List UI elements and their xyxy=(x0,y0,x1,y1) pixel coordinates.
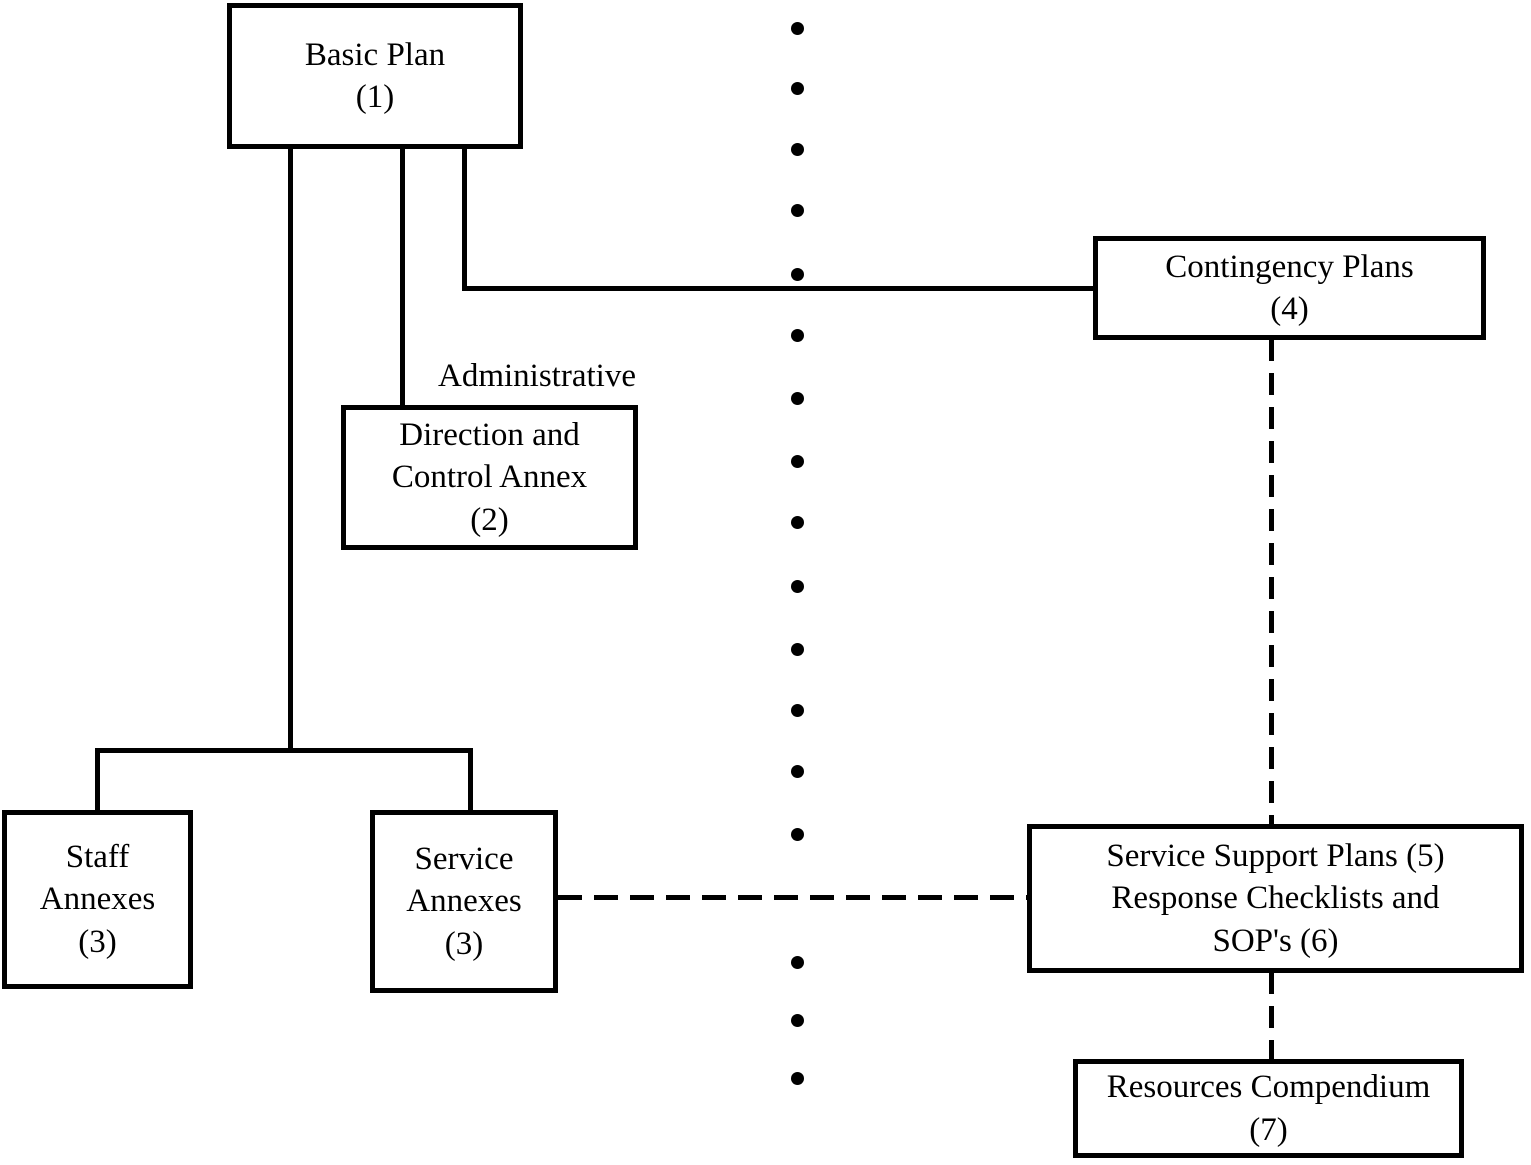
separator-dot xyxy=(791,204,804,217)
node-staff-annexes[interactable]: Staff Annexes (3) xyxy=(2,810,193,989)
node-direction-and-control-annex[interactable]: Direction and Control Annex (2) xyxy=(341,405,638,550)
node-staff-annexes-line-3: (3) xyxy=(78,923,117,960)
node-basic-plan-line-1: Basic Plan xyxy=(304,36,446,73)
connector-annexes-bus xyxy=(95,748,473,753)
connector-basic-plan-to-direction-control xyxy=(400,145,405,407)
node-basic-plan-line-2: (1) xyxy=(355,79,395,115)
separator-dot xyxy=(791,828,804,841)
node-service-support-plans-line-1: Service Support Plans (5) xyxy=(1106,838,1445,875)
separator-dot xyxy=(791,268,804,281)
connector-annexes-bus-to-service xyxy=(468,748,473,812)
node-service-annexes[interactable]: Service Annexes (3) xyxy=(370,810,558,993)
separator-dot xyxy=(791,1072,804,1085)
separator-dot xyxy=(791,329,804,342)
node-contingency-plans-line-2: (4) xyxy=(1270,291,1309,327)
node-service-annexes-line-2: Annexes xyxy=(406,883,522,920)
node-service-support-plans[interactable]: Service Support Plans (5) Response Check… xyxy=(1027,824,1524,973)
node-contingency-plans-line-1: Contingency Plans xyxy=(1165,248,1414,285)
node-contingency-plans[interactable]: Contingency Plans (4) xyxy=(1093,236,1486,340)
node-service-annexes-line-3: (3) xyxy=(444,925,484,962)
node-staff-annexes-line-1: Staff xyxy=(65,839,130,876)
separator-dot xyxy=(791,580,804,593)
node-direction-and-control-annex-line-3: (2) xyxy=(470,501,509,538)
node-resources-compendium-line-2: (7) xyxy=(1249,1111,1288,1148)
node-service-annexes-line-1: Service xyxy=(414,841,514,878)
connector-basic-plan-to-left-bus xyxy=(288,145,293,753)
node-resources-compendium[interactable]: Resources Compendium (7) xyxy=(1073,1059,1464,1158)
node-service-support-plans-line-3: SOP's (6) xyxy=(1212,922,1339,959)
separator-dot xyxy=(791,956,804,969)
connector-basic-plan-to-contingency-run xyxy=(462,286,1095,291)
separator-dot xyxy=(791,392,804,405)
separator-dot xyxy=(791,516,804,529)
connector-basic-plan-to-contingency-drop xyxy=(462,145,467,291)
separator-dot xyxy=(791,455,804,468)
connector-contingency-to-service-support xyxy=(1269,339,1274,825)
separator-dot xyxy=(791,82,804,95)
node-direction-and-control-annex-line-2: Control Annex xyxy=(391,459,588,496)
connector-annexes-bus-to-staff xyxy=(95,748,100,812)
node-resources-compendium-line-1: Resources Compendium xyxy=(1106,1069,1431,1106)
administrative-label: Administrative xyxy=(438,358,636,394)
separator-dot xyxy=(791,1014,804,1027)
separator-dot xyxy=(791,22,804,35)
separator-dot xyxy=(791,704,804,717)
node-direction-and-control-annex-line-1: Direction and xyxy=(399,417,580,454)
separator-dot xyxy=(791,143,804,156)
connector-service-annexes-to-service-support xyxy=(558,895,1028,900)
connector-service-support-to-resources xyxy=(1269,972,1274,1060)
node-staff-annexes-line-2: Annexes xyxy=(39,881,156,918)
separator-dot xyxy=(791,765,804,778)
vertical-dot-separator xyxy=(791,0,804,1165)
node-service-support-plans-line-2: Response Checklists and xyxy=(1111,880,1440,917)
node-basic-plan[interactable]: Basic Plan (1) xyxy=(227,3,523,149)
separator-dot xyxy=(791,643,804,656)
